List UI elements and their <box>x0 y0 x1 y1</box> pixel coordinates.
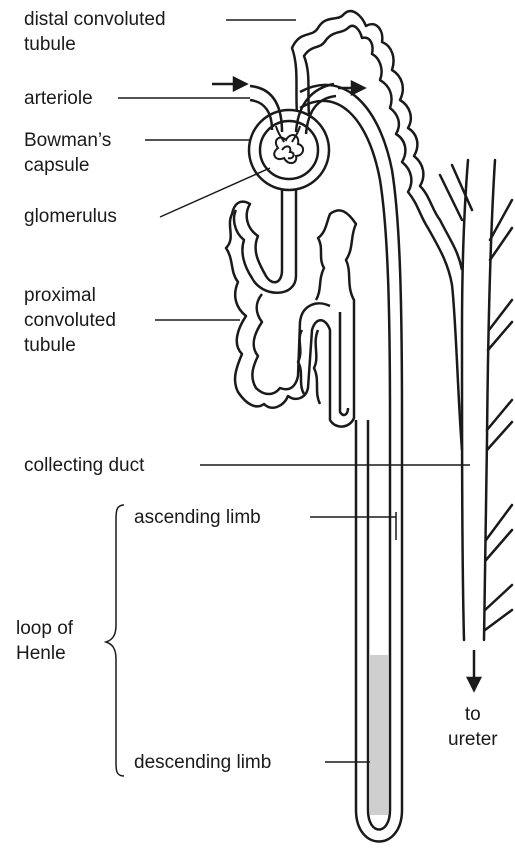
collecting-duct-tree <box>440 160 512 640</box>
label-proximal-convoluted-tubule: proximal convoluted tubule <box>24 283 116 358</box>
label-arteriole: arteriole <box>24 86 93 111</box>
arrows <box>212 78 480 690</box>
bowmans-capsule <box>249 110 329 190</box>
label-loop-of-henle: loop of Henle <box>16 616 73 666</box>
label-glomerulus: glomerulus <box>24 204 117 229</box>
label-to-ureter: to ureter <box>448 702 498 752</box>
label-collecting-duct: collecting duct <box>24 453 144 478</box>
label-bowmans-capsule: Bowman’s capsule <box>24 128 111 178</box>
label-distal-convoluted-tubule: distal convoluted tubule <box>24 7 166 57</box>
descending-limb-shade <box>370 655 388 815</box>
proximal-convoluted-tubule <box>226 190 356 427</box>
label-descending-limb: descending limb <box>134 750 271 775</box>
label-ascending-limb: ascending limb <box>134 505 261 530</box>
